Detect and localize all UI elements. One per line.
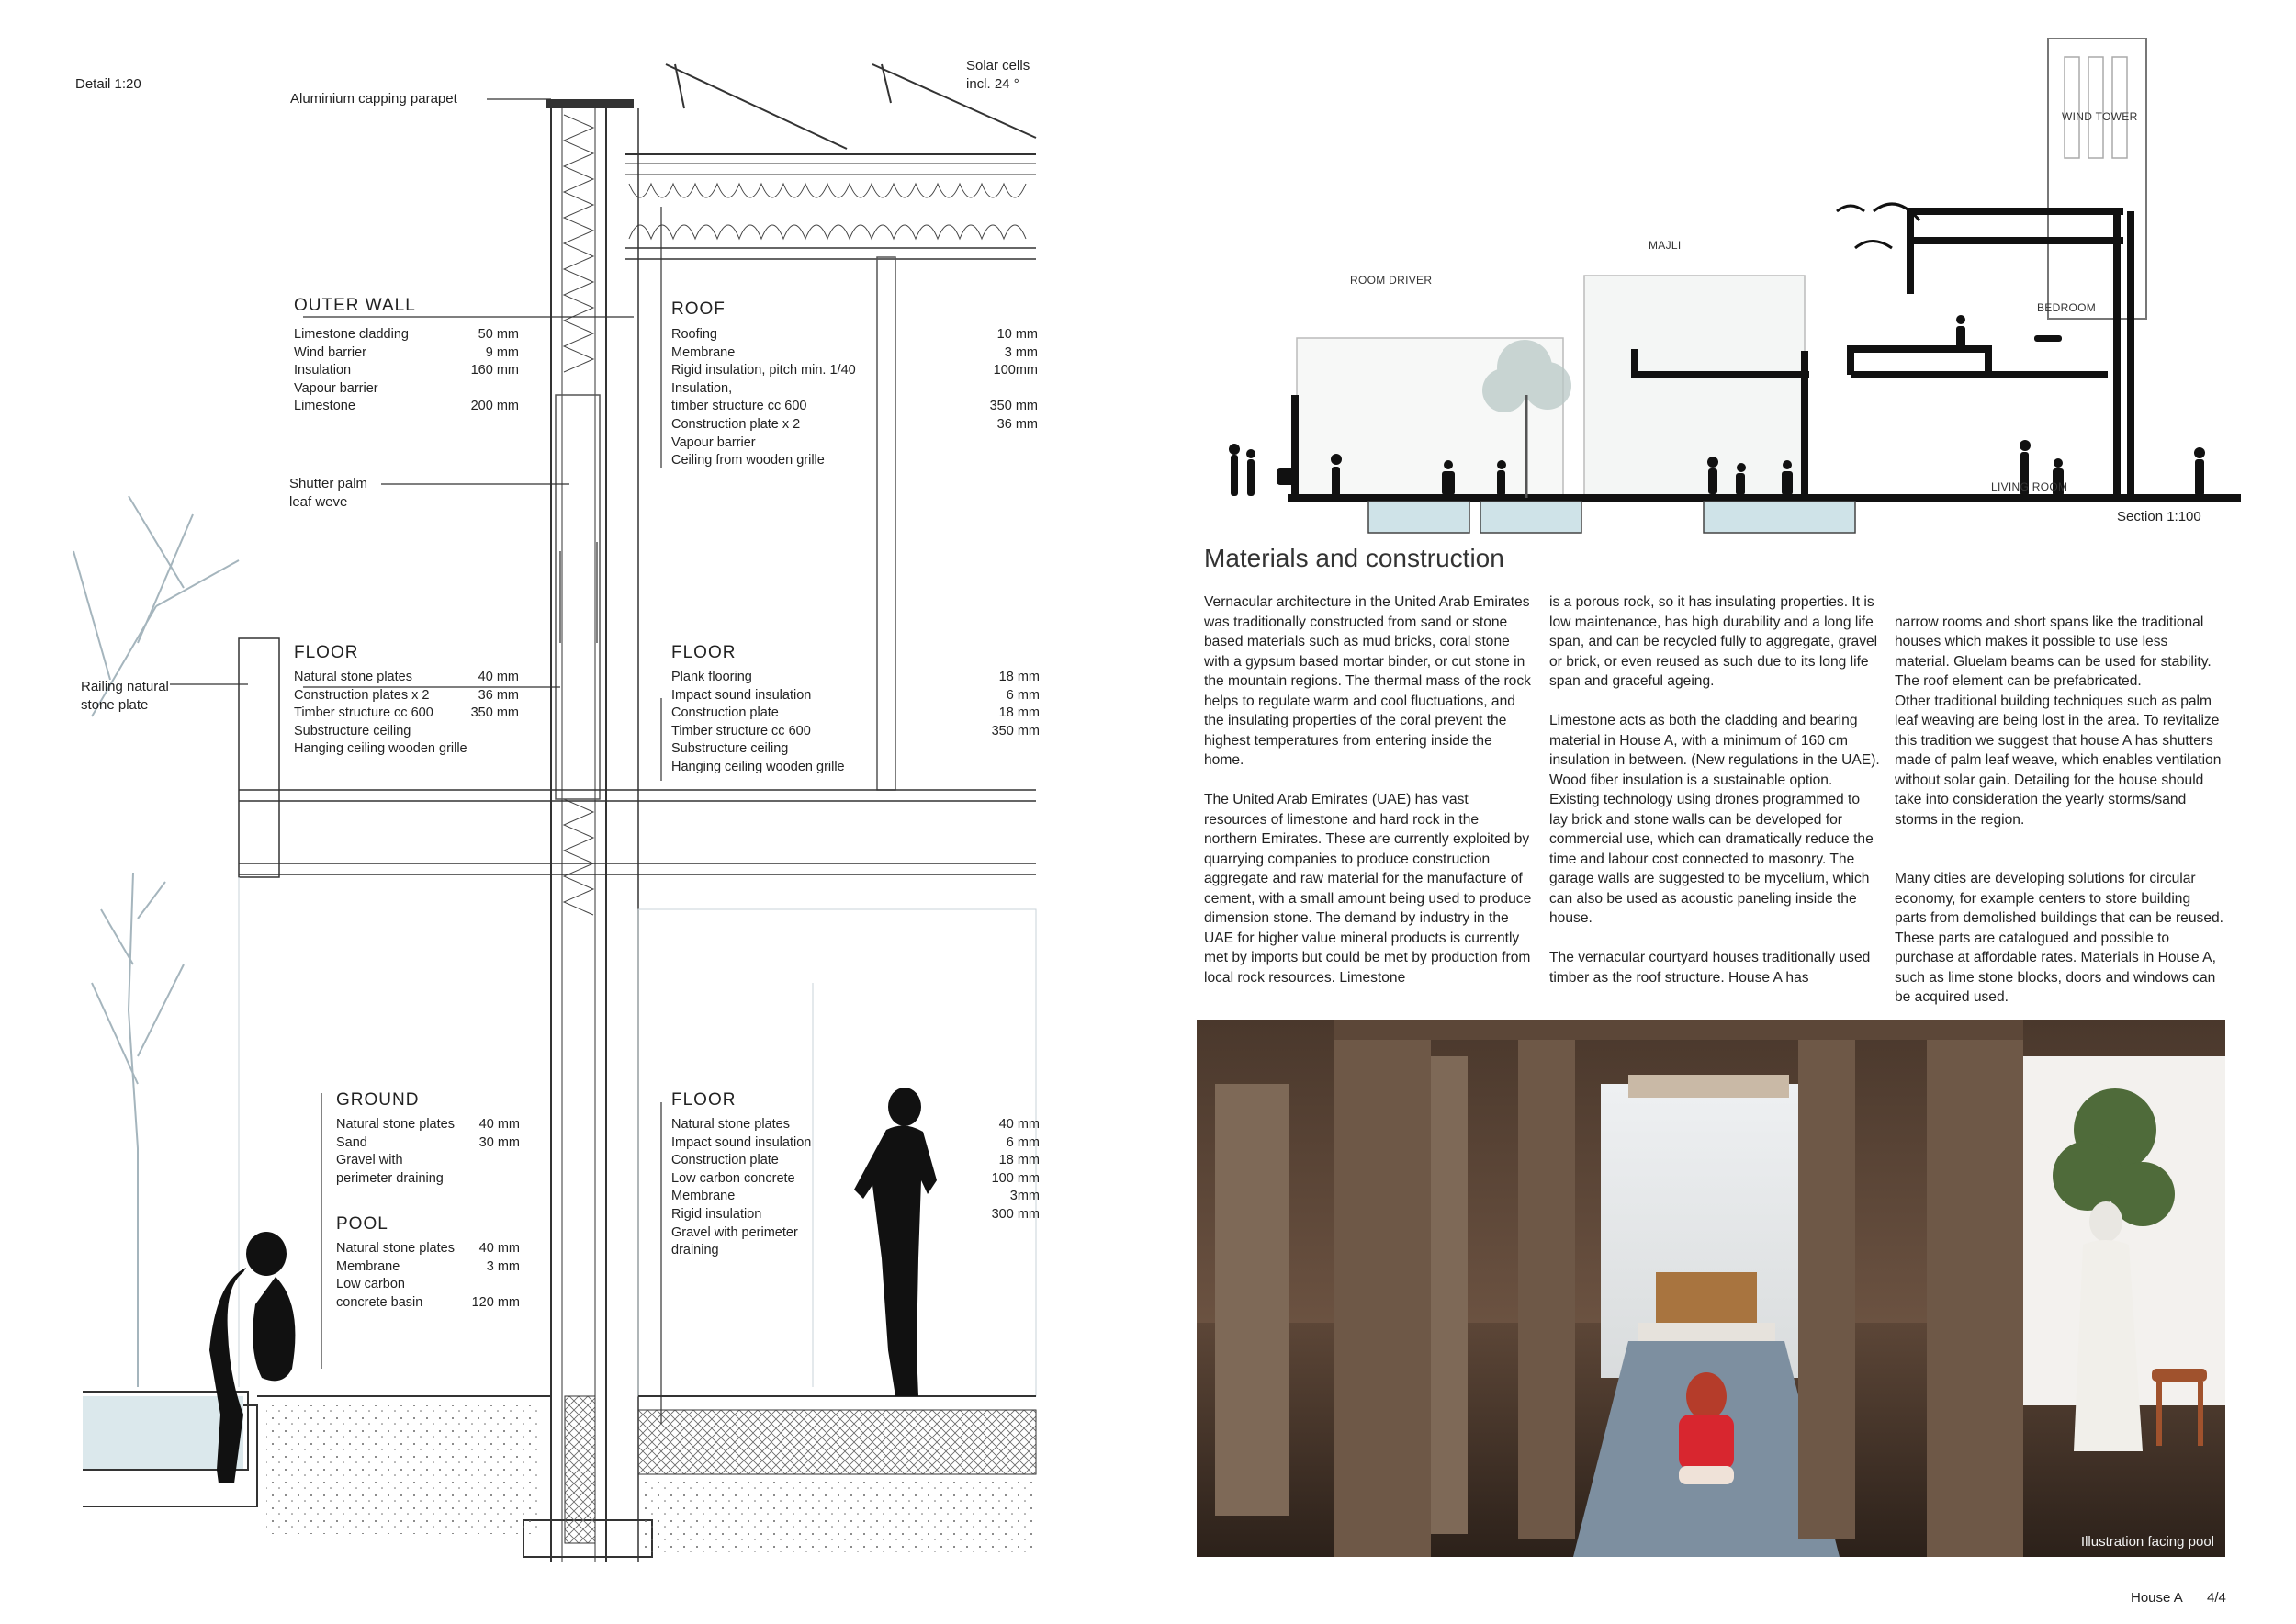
section-label-bedroom: BEDROOM — [2037, 301, 2097, 314]
spec-row: perimeter draining — [336, 1170, 444, 1186]
spec-row: Low carbon — [336, 1277, 405, 1292]
spec-row: Substructure ceiling — [671, 741, 789, 757]
spec-row: Gravel with perimeter — [671, 1224, 798, 1240]
spec-row: Gravel with — [336, 1153, 403, 1168]
article-paragraph: is a porous rock, so it has insulating p… — [1549, 594, 1878, 689]
article-column-1: Vernacular architecture in the United Ar… — [1204, 592, 1535, 1008]
article-paragraph: The vernacular courtyard houses traditio… — [1549, 950, 1871, 986]
floor-left-title: FLOOR — [294, 643, 359, 662]
detail-drawing — [73, 63, 1037, 1562]
illustration-image: Illustration facing pool — [1197, 1020, 2225, 1557]
roof-title: ROOF — [671, 299, 726, 319]
detail-scale-label: Detail 1:20 — [75, 76, 141, 92]
footer-house-label: House A — [2131, 1590, 2183, 1606]
pool-title: POOL — [336, 1214, 388, 1234]
article-paragraph: narrow rooms and short spans like the tr… — [1895, 614, 2222, 828]
ground-title: GROUND — [336, 1090, 420, 1110]
article-paragraph: Limestone acts as both the cladding and … — [1549, 713, 1880, 926]
railing-callout-line2: stone plate — [81, 697, 149, 713]
spec-row: draining — [671, 1243, 719, 1258]
illustration-caption: Illustration facing pool — [2080, 1534, 2214, 1550]
solar-callout-line2: incl. 24 ° — [966, 76, 1019, 92]
solar-callout-line1: Solar cells — [966, 58, 1030, 73]
spec-row: Vapour barrier — [671, 434, 756, 450]
section-scale-label: Section 1:100 — [2117, 509, 2201, 524]
section-label-living-room: LIVING ROOM — [1991, 480, 2068, 493]
floor-ground-title: FLOOR — [671, 1090, 737, 1110]
spec-row: Hanging ceiling wooden grille — [294, 741, 467, 757]
railing-callout-line1: Railing natural — [81, 679, 169, 694]
capping-callout: Aluminium capping parapet — [290, 91, 457, 107]
spec-row: Vapour barrier — [294, 380, 378, 396]
outer-wall-title: OUTER WALL — [294, 296, 416, 315]
shutter-callout-line1: Shutter palm — [289, 476, 368, 491]
article-column-3: narrow rooms and short spans like the tr… — [1895, 592, 2225, 1047]
section-label-wind-tower: WIND TOWER — [2062, 110, 2138, 123]
section-label-majli: MAJLI — [1649, 239, 1682, 252]
section-drawing — [1229, 38, 2241, 534]
shutter-callout-line2: leaf weve — [289, 494, 348, 510]
footer-page-number: 4/4 — [2207, 1590, 2226, 1606]
spec-row: Ceiling from wooden grille — [671, 453, 825, 468]
article-column-2: is a porous rock, so it has insulating p… — [1549, 592, 1880, 1008]
article-paragraph: Vernacular architecture in the United Ar… — [1204, 594, 1531, 768]
floor-right-title: FLOOR — [671, 643, 737, 662]
spec-row: Insulation, — [671, 380, 733, 396]
section-label-room-driver: ROOM DRIVER — [1350, 274, 1433, 287]
spec-row: Hanging ceiling wooden grille — [671, 759, 845, 774]
spec-row: Substructure ceiling — [294, 723, 411, 739]
article-paragraph: The United Arab Emirates (UAE) has vast … — [1204, 792, 1532, 986]
article-paragraph: Many cities are developing solutions for… — [1895, 871, 2223, 1005]
article-title: Materials and construction — [1204, 544, 1504, 572]
